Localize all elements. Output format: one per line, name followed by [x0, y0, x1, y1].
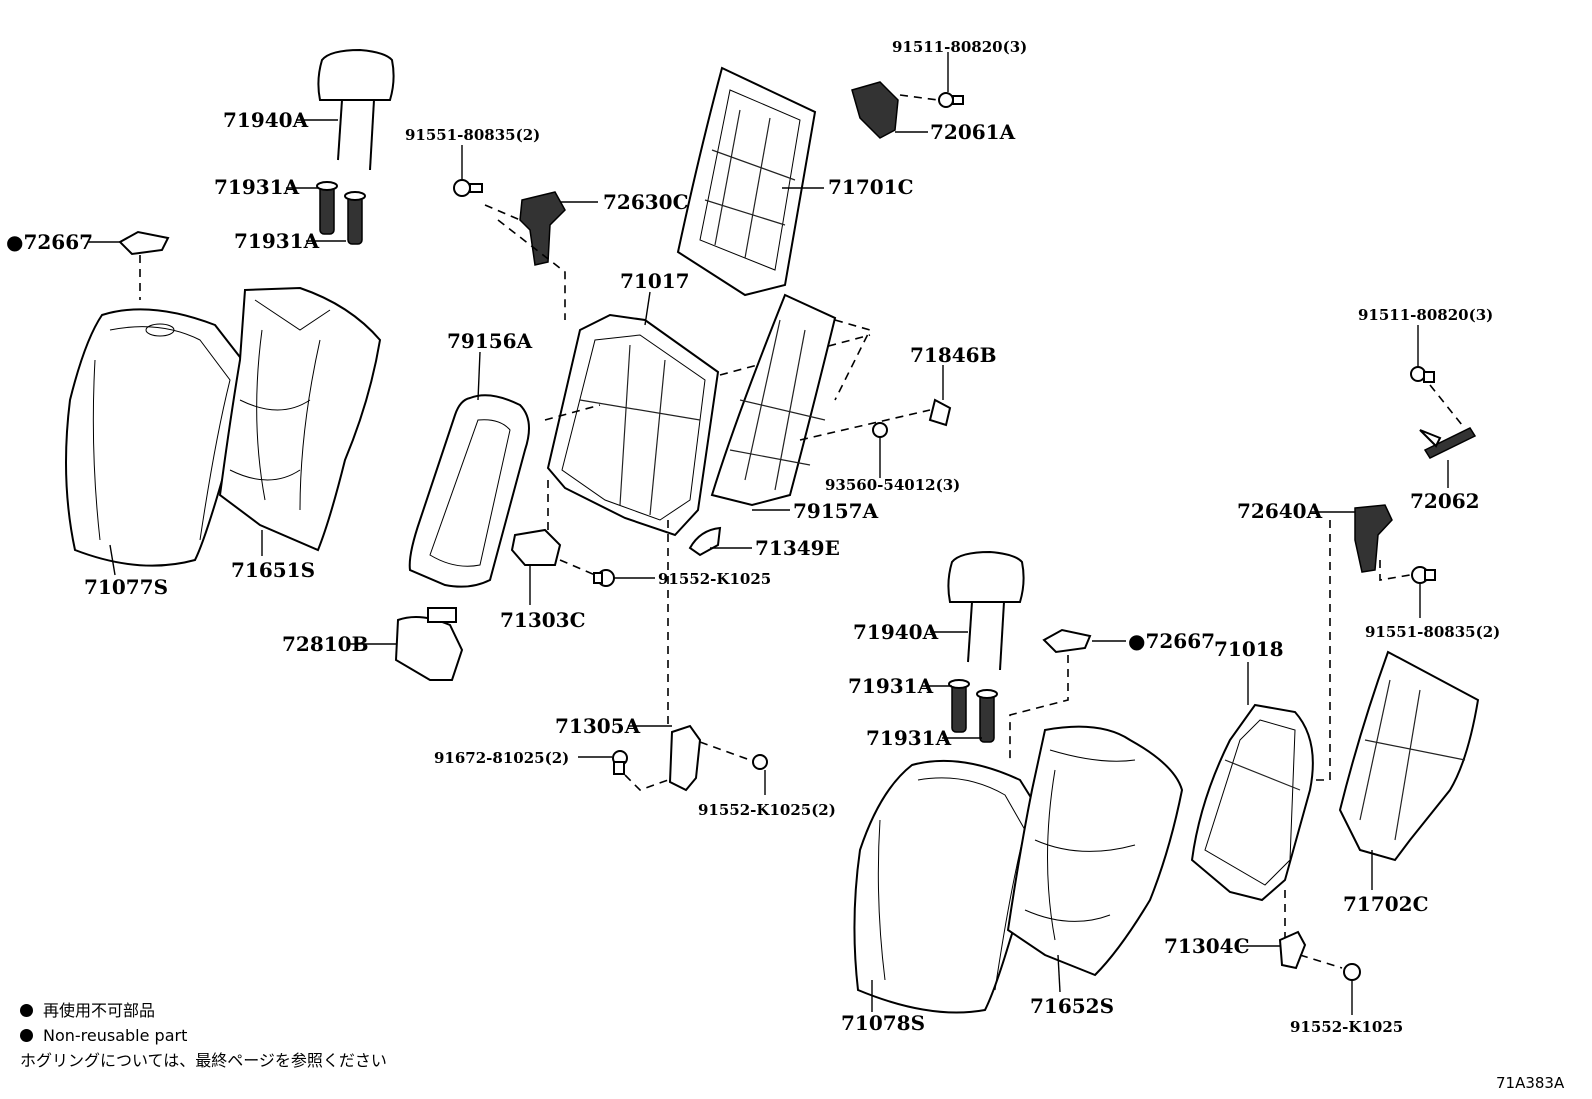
- legend-jp-text: 再使用不可部品: [43, 1001, 156, 1020]
- board-79157A: [710, 293, 837, 507]
- label-71940A-right: 71940A: [853, 620, 939, 644]
- label-79157A: 79157A: [793, 499, 879, 523]
- label-71078S: 71078S: [841, 1011, 925, 1035]
- label-72630C: 72630C: [603, 190, 689, 214]
- label-71017: 71017: [620, 269, 690, 293]
- legend-en-text: Non-reusable part: [43, 1026, 188, 1045]
- label-79156A: 79156A: [447, 329, 533, 353]
- legend-note-text: ホグリングについては、最終ページを参照ください: [20, 1051, 387, 1070]
- label-72061A: 72061A: [930, 120, 1016, 144]
- bolt-91551-left: [453, 179, 483, 197]
- part-72062: [1410, 366, 1477, 459]
- bullet-icon: [20, 1029, 33, 1042]
- label-71846B: 71846B: [910, 343, 996, 367]
- label-72062: 72062: [1410, 489, 1480, 513]
- label-72667-left: ●72667: [6, 230, 93, 254]
- diagram-code: 71A383A: [1496, 1074, 1565, 1092]
- seatback-pad-right: [1006, 725, 1184, 977]
- legend-row-en: Non-reusable part: [20, 1023, 387, 1048]
- hinge-71305A: [612, 724, 768, 792]
- label-71304C: 71304C: [1164, 934, 1250, 958]
- label-93560: 93560-54012(3): [825, 476, 960, 494]
- label-91672: 91672-81025(2): [434, 749, 569, 767]
- seatback-cover-right: [853, 759, 1047, 1014]
- headrest-guides-left: [316, 181, 366, 245]
- board-71702C: [1338, 650, 1480, 862]
- label-71651S: 71651S: [231, 558, 315, 582]
- label-72667-right: ●72667: [1128, 629, 1215, 653]
- label-71931A-right-1: 71931A: [848, 674, 934, 698]
- panel-79156A: [408, 394, 530, 588]
- bracket-71304C: [1278, 930, 1361, 981]
- legend: 再使用不可部品 Non-reusable part ホグリングについては、最終ペ…: [20, 998, 387, 1073]
- legend-row-jp: 再使用不可部品: [20, 998, 387, 1023]
- label-72640A: 72640A: [1237, 499, 1323, 523]
- label-71931A-left-2: 71931A: [234, 229, 320, 253]
- part-labels: 71940A 71931A 71931A ●72667 91551-80835(…: [6, 38, 1500, 1036]
- label-71931A-right-2: 71931A: [866, 726, 952, 750]
- seatback-cover-left: [65, 308, 252, 567]
- label-71702C: 71702C: [1343, 892, 1429, 916]
- label-71077S: 71077S: [84, 575, 168, 599]
- label-91552-right: 91552-K1025: [1290, 1018, 1403, 1036]
- cover-71349E: [688, 526, 722, 557]
- label-71349E: 71349E: [755, 536, 840, 560]
- label-91552-hinge: 91552-K1025(2): [698, 801, 836, 819]
- headrest-guides-right: [948, 679, 998, 743]
- hinge-72061A: [851, 81, 964, 139]
- frame-71018: [1190, 703, 1314, 902]
- label-71305A: 71305A: [555, 714, 641, 738]
- label-71931A-left-1: 71931A: [214, 175, 300, 199]
- hinge-72640A: [1354, 504, 1436, 584]
- label-71652S: 71652S: [1030, 994, 1114, 1018]
- seatback-pad-left: [218, 286, 382, 552]
- bullet-icon: [20, 1004, 33, 1017]
- label-91511-right: 91511-80820(3): [1358, 306, 1493, 324]
- label-91551-left: 91551-80835(2): [405, 126, 540, 144]
- label-71701C: 71701C: [828, 175, 914, 199]
- headrest-left: [317, 48, 395, 171]
- label-72810B: 72810B: [282, 632, 368, 656]
- clip-71846B: [872, 398, 952, 438]
- clip-72667-left: [118, 230, 170, 256]
- frame-71017: [546, 313, 720, 537]
- headrest-right: [947, 550, 1025, 671]
- label-71303C: 71303C: [500, 608, 586, 632]
- label-71018: 71018: [1214, 637, 1284, 661]
- clip-72667-right: [1042, 628, 1092, 654]
- label-71940A-left: 71940A: [223, 108, 309, 132]
- bracket-71303C: [510, 528, 615, 587]
- label-91551-right: 91551-80835(2): [1365, 623, 1500, 641]
- legend-note: ホグリングについては、最終ページを参照ください: [20, 1048, 387, 1073]
- armrest-72810B: [394, 607, 464, 681]
- leader-lines: [88, 52, 1449, 1015]
- board-71701C: [676, 66, 817, 297]
- hinge-72630C: [519, 191, 566, 266]
- label-91552-left: 91552-K1025: [658, 570, 771, 588]
- label-91511-top: 91511-80820(3): [892, 38, 1027, 56]
